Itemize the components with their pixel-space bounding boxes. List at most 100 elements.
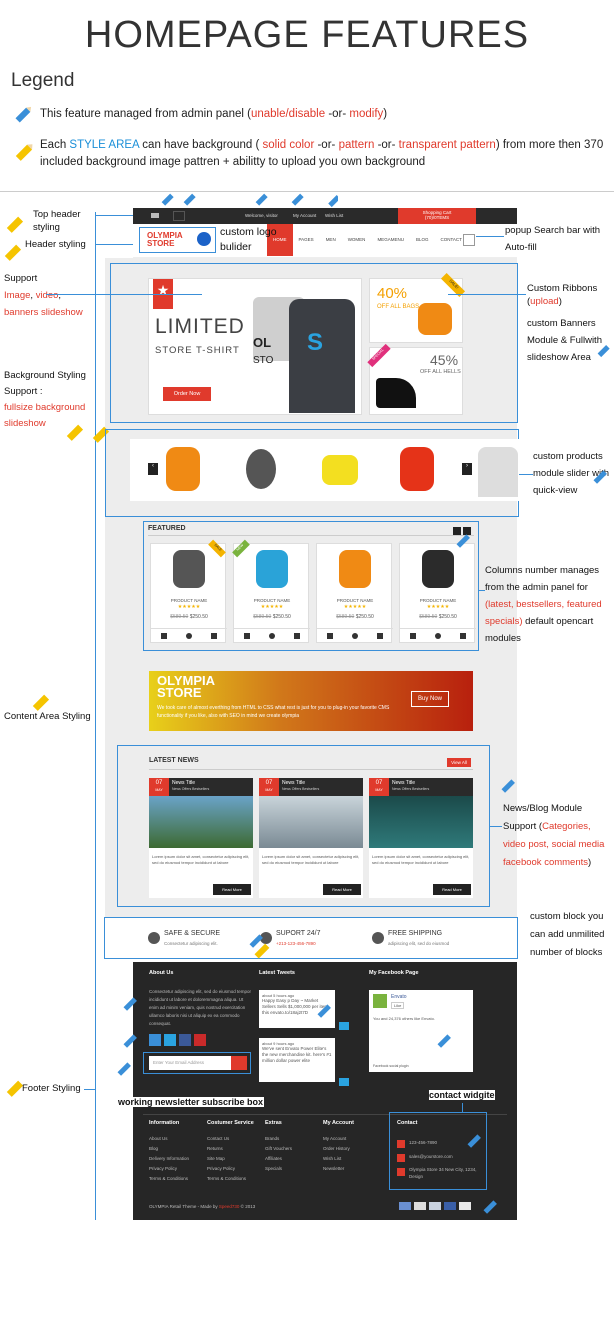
- footer-link[interactable]: Privacy Policy: [149, 1166, 178, 1171]
- footer-link[interactable]: Contact Us: [207, 1136, 230, 1141]
- site-logo[interactable]: OLYMPIA STORE: [147, 232, 183, 248]
- heart-icon[interactable]: [351, 632, 358, 639]
- product-toy[interactable]: [322, 455, 358, 485]
- read-more-button[interactable]: Read More: [323, 884, 361, 895]
- nav-item[interactable]: WOMEN: [347, 237, 366, 242]
- main-nav: HOME PAGES MEN WOMEN MEGAMENU BLOG CONTACT: [267, 224, 468, 256]
- rating-stars: ★★★★★: [343, 604, 367, 610]
- pinterest-icon[interactable]: [194, 1034, 206, 1046]
- yellow-pencil-icon: [6, 1080, 24, 1097]
- rating-stars: ★★★★★: [177, 604, 201, 610]
- annot-columns: Columns number manages from the admin pa…: [485, 565, 602, 644]
- twitter-icon[interactable]: [164, 1034, 176, 1046]
- footer-link[interactable]: Blog: [149, 1146, 159, 1151]
- bag-image: [418, 303, 452, 335]
- search-icon[interactable]: [463, 234, 475, 246]
- footer-link[interactable]: Affiliates: [265, 1156, 282, 1161]
- heart-icon[interactable]: [185, 632, 192, 639]
- slider-prev-icon[interactable]: ‹: [148, 463, 158, 475]
- footer-link[interactable]: Order History: [323, 1146, 350, 1151]
- yellow-pencil-icon: [66, 424, 84, 441]
- currency-icon[interactable]: [173, 211, 185, 221]
- read-more-button[interactable]: Read More: [433, 884, 471, 895]
- info-block: [133, 921, 517, 955]
- annot-footer: Footer Styling: [22, 1083, 81, 1094]
- cart-icon[interactable]: [294, 632, 301, 639]
- footer-link[interactable]: Specials: [265, 1166, 283, 1171]
- footer-about-text: Consectetur adipiscing elit, sed do eius…: [149, 989, 252, 1026]
- nav-item[interactable]: MEN: [325, 237, 336, 242]
- banner-heels[interactable]: 45% OFF ALL HELLS SPECIAL: [367, 343, 463, 415]
- promo-banner[interactable]: OLYMPIA STORE We took care of almost eve…: [149, 671, 473, 731]
- nav-item[interactable]: HOME: [267, 224, 293, 256]
- footer-link[interactable]: Terms & Conditions: [149, 1176, 189, 1181]
- main-slide[interactable]: ★ LIMITED STORE T-SHIRT S OL STO Order N…: [148, 278, 362, 415]
- footer-link[interactable]: Gift Vouchers: [265, 1146, 293, 1151]
- mail-icon: [397, 1154, 405, 1162]
- footer-link[interactable]: Site Map: [207, 1156, 225, 1161]
- footer-link[interactable]: Delivery Information: [149, 1156, 190, 1161]
- slider-next-icon[interactable]: ›: [462, 463, 472, 475]
- nav-item[interactable]: MEGAMENU: [377, 237, 404, 242]
- topbar-account[interactable]: My Account: [293, 213, 317, 218]
- newsletter-submit-icon[interactable]: [231, 1056, 247, 1070]
- footer-link[interactable]: Brands: [265, 1136, 280, 1141]
- vimeo-icon[interactable]: [149, 1034, 161, 1046]
- product-card[interactable]: PRODUCT NAME★★★★★$589.50 $250.50: [316, 543, 393, 643]
- facebook-icon[interactable]: [179, 1034, 191, 1046]
- featured-prev-icon[interactable]: [453, 527, 461, 535]
- compare-icon[interactable]: [243, 632, 250, 639]
- topbar-wishlist[interactable]: Wish List: [325, 213, 344, 218]
- phone-icon: [397, 1140, 405, 1148]
- newsletter-frame: [143, 1052, 251, 1074]
- footer-link[interactable]: Privacy Policy: [207, 1166, 236, 1171]
- read-more-button[interactable]: Read More: [213, 884, 251, 895]
- cart-icon[interactable]: [460, 632, 467, 639]
- newsletter-input[interactable]: Enter Your Email Address: [149, 1056, 231, 1070]
- product-bag-red[interactable]: [400, 447, 434, 491]
- fb-like-button[interactable]: Like: [391, 1002, 405, 1009]
- flag-icon[interactable]: [151, 213, 159, 218]
- nav-item[interactable]: BLOG: [415, 237, 429, 242]
- footer-link[interactable]: About Us: [149, 1136, 168, 1141]
- heart-icon[interactable]: [434, 632, 441, 639]
- banner-bags[interactable]: 40% OFF ALL BAGS SALE!: [369, 272, 466, 343]
- legend-heading: Legend: [11, 70, 75, 91]
- cart-icon[interactable]: [211, 632, 218, 639]
- footer-copyright: OLYMPIA Retail Theme - Made by Speed730 …: [149, 1204, 256, 1209]
- cart-icon[interactable]: [377, 632, 384, 639]
- heart-icon[interactable]: [268, 632, 275, 639]
- footer-link[interactable]: Newsletter: [323, 1166, 345, 1171]
- annot-banners: custom Banners Module & Fullwith slidesh…: [527, 318, 602, 363]
- compare-icon[interactable]: [326, 632, 333, 639]
- compare-icon[interactable]: [409, 632, 416, 639]
- cart-button[interactable]: Shopping Cart (70)/0TEMS: [398, 208, 476, 224]
- news-image: [149, 796, 253, 848]
- footer-link[interactable]: Returns: [207, 1146, 223, 1151]
- nav-item[interactable]: PAGES: [298, 237, 314, 242]
- product-name: PRODUCT NAME: [336, 598, 374, 603]
- footer-tweets-heading: Latest Tweets: [259, 970, 295, 976]
- footer-link[interactable]: My Account: [323, 1136, 347, 1141]
- product-card[interactable]: PRODUCT NAME★★★★★$589.50 $250.50: [150, 543, 227, 643]
- buy-now-button[interactable]: Buy Now: [411, 691, 449, 707]
- product-shirt[interactable]: [478, 447, 518, 497]
- product-bag[interactable]: [166, 447, 200, 491]
- order-now-button[interactable]: Order Now: [163, 387, 211, 401]
- view-all-button[interactable]: View All: [447, 758, 471, 767]
- nav-item[interactable]: CONTACT: [440, 237, 462, 242]
- footer-link[interactable]: Wish List: [323, 1156, 342, 1161]
- product-watch[interactable]: [246, 449, 276, 489]
- product-card[interactable]: PRODUCT NAME★★★★★$589.50 $250.50: [399, 543, 476, 643]
- compare-icon[interactable]: [160, 632, 167, 639]
- footer-column-heading: My Account: [323, 1120, 354, 1126]
- footer-link[interactable]: Terms & Conditions: [207, 1176, 247, 1181]
- product-card[interactable]: PRODUCT NAME★★★★★$589.50 $250.50: [233, 543, 310, 643]
- facebook-widget[interactable]: Envato Like You and 24,376 others like E…: [369, 990, 473, 1072]
- featured-next-icon[interactable]: [463, 527, 471, 535]
